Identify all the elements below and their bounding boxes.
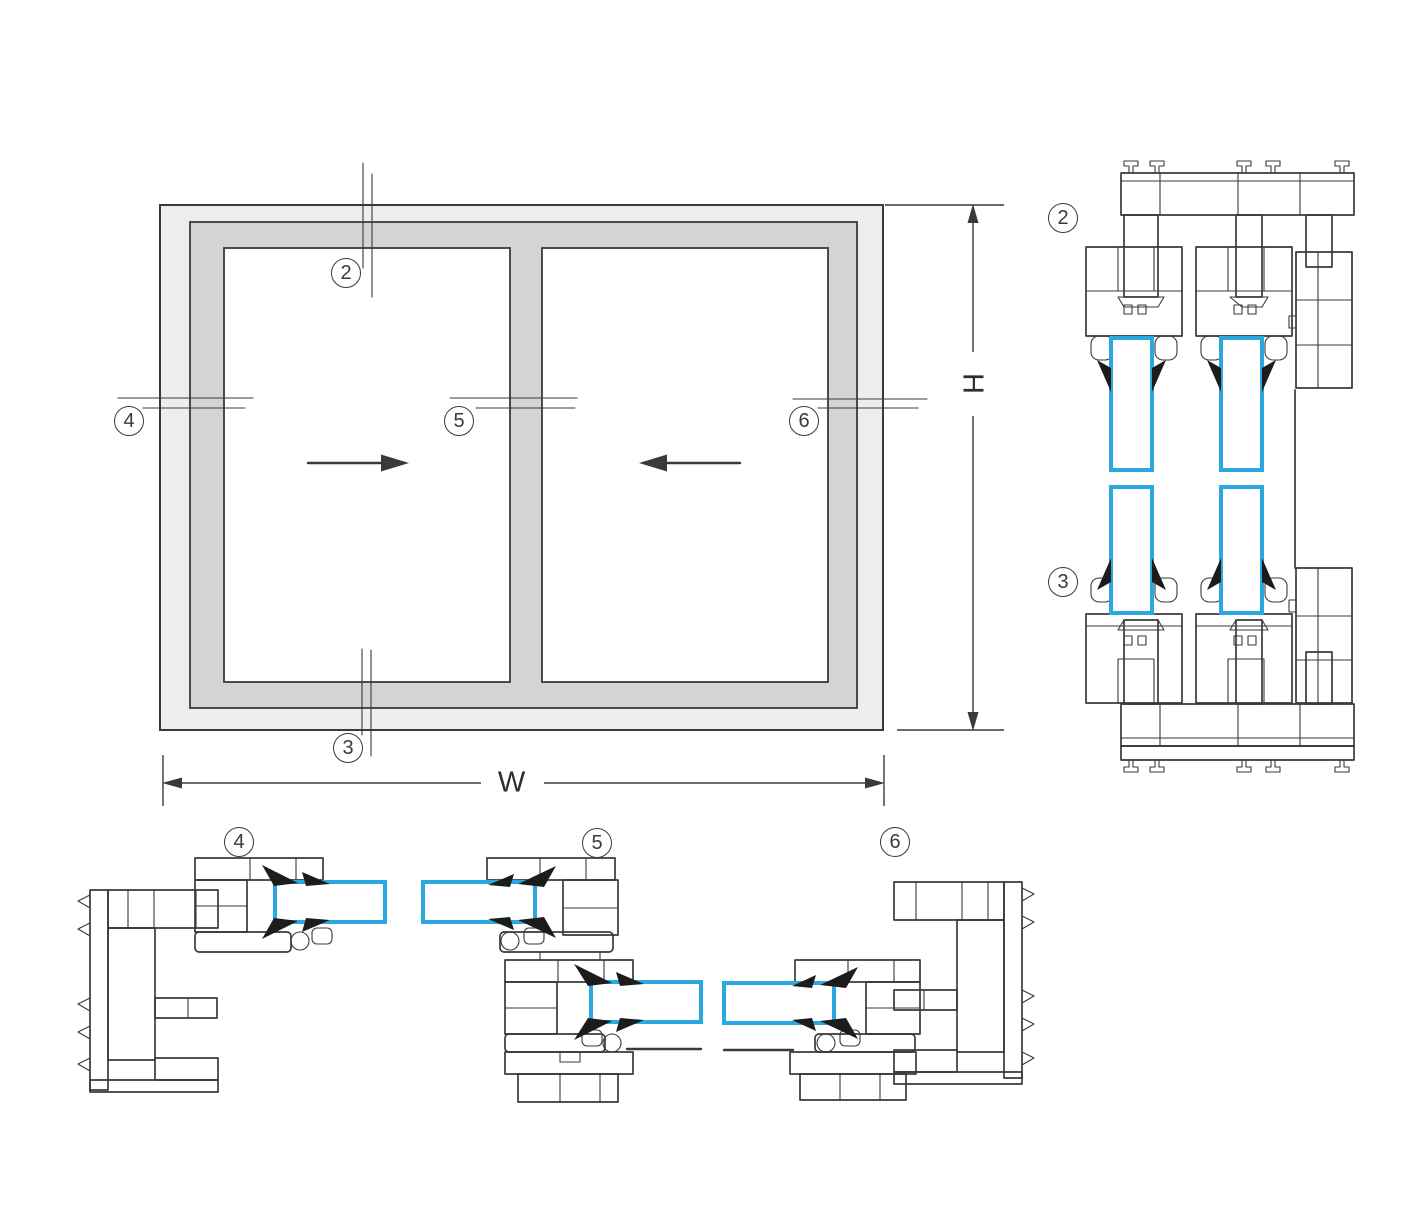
section-2-head-profile — [1085, 160, 1355, 569]
section-3-sill-profile — [1085, 485, 1355, 773]
glass-pane — [1109, 485, 1154, 615]
callout-right-jamb-section: 6 — [880, 827, 910, 857]
section-5-interlock-profile — [421, 857, 703, 1103]
callout-head-elevation: 2 — [331, 258, 361, 288]
cut-mark-right-jamb — [792, 398, 928, 409]
width-dimension — [162, 755, 885, 806]
height-dimension — [885, 204, 1004, 731]
callout-right-jamb-elevation: 6 — [789, 406, 819, 436]
right-glass-opening — [541, 247, 829, 683]
cut-mark-sill — [361, 648, 372, 757]
callout-head-section: 2 — [1048, 203, 1078, 233]
glass-pane — [722, 981, 836, 1025]
height-dimension-label: H — [956, 373, 989, 395]
cut-mark-left-jamb — [117, 397, 254, 409]
callout-sill-elevation: 3 — [333, 733, 363, 763]
glass-pane — [421, 880, 537, 924]
glass-pane — [589, 980, 703, 1024]
elevation-view — [117, 162, 928, 757]
slide-direction-arrow-right — [306, 454, 409, 472]
glass-pane — [273, 880, 387, 924]
glass-pane — [1219, 485, 1264, 615]
callout-interlock-section: 5 — [582, 828, 612, 858]
sash-stile — [194, 857, 333, 953]
section-6-right-jamb-profile — [722, 881, 1035, 1101]
callout-sill-section: 3 — [1048, 567, 1078, 597]
section-4-left-jamb-profile — [77, 857, 387, 1093]
cut-mark-interlock — [449, 397, 578, 409]
cut-mark-head — [362, 162, 373, 298]
glass-pane — [1219, 336, 1264, 472]
width-dimension-label: W — [497, 766, 527, 799]
lower-meeting-stile — [504, 959, 634, 1053]
callout-left-jamb-section: 4 — [224, 827, 254, 857]
left-glass-opening — [223, 247, 511, 683]
callout-interlock-elevation: 5 — [444, 406, 474, 436]
glass-pane — [1109, 336, 1154, 472]
slide-direction-arrow-left — [639, 454, 742, 472]
callout-left-jamb-elevation: 4 — [114, 406, 144, 436]
sash-stile — [794, 959, 921, 1053]
